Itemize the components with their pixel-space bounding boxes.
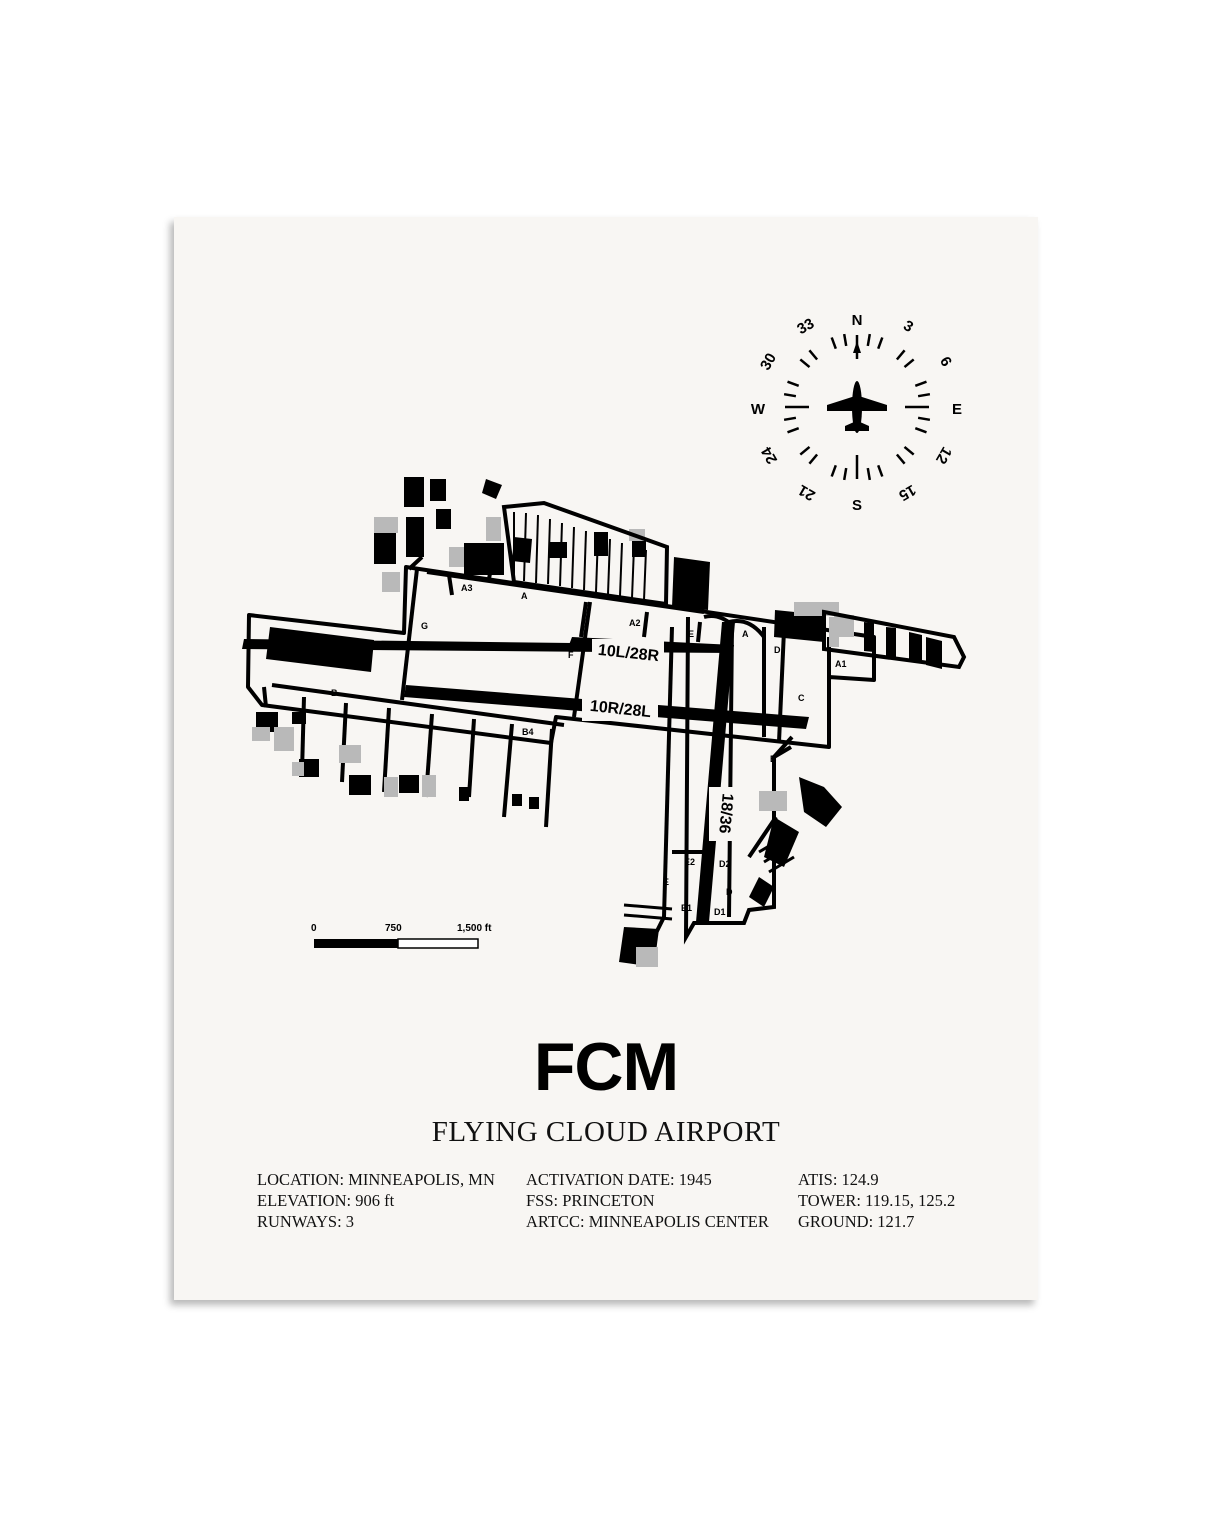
taxiway-label: E	[688, 629, 694, 639]
info-atis: ATIS: 124.9	[798, 1170, 879, 1189]
compass-33: 33	[794, 315, 817, 338]
scale-bar: 0 750 1,500 ft	[311, 923, 492, 949]
info-column-1: LOCATION: MINNEAPOLIS, MN ELEVATION: 906…	[257, 1169, 495, 1232]
compass-tick	[799, 358, 811, 369]
runways	[242, 622, 809, 922]
taxiway-label: A	[742, 629, 749, 639]
compass-tick	[895, 349, 906, 361]
compass-tick	[842, 467, 848, 481]
airport-name: FLYING CLOUD AIRPORT	[431, 1116, 781, 1148]
southeast-hangars	[623, 835, 795, 921]
compass-s: S	[852, 497, 862, 514]
scale-label-1500: 1,500 ft	[457, 923, 492, 934]
north-hangar-field	[501, 500, 670, 607]
runway-label-10r-28l: 10R/28L	[589, 698, 652, 721]
taxiway-label: F	[568, 650, 574, 660]
compass-labels: N E S W 3 6 12 15 21 24 30 33	[751, 312, 962, 514]
info-location: LOCATION: MINNEAPOLIS, MN	[257, 1170, 495, 1189]
compass-tick	[866, 333, 872, 347]
compass-w: W	[751, 401, 766, 418]
compass-e: E	[952, 401, 962, 418]
taxiway-label: B	[770, 754, 777, 764]
compass-tick	[808, 349, 819, 361]
compass-ticks	[783, 333, 931, 481]
taxiway-label: D	[774, 645, 781, 655]
compass-tick	[895, 453, 906, 465]
compass-tick	[914, 427, 927, 434]
compass-tick	[783, 392, 797, 398]
info-elevation: ELEVATION: 906 ft	[257, 1191, 395, 1210]
compass-tick	[787, 427, 800, 434]
taxiway-label: G	[421, 621, 428, 631]
info-ground: GROUND: 121.7	[798, 1212, 915, 1231]
runway-18-36	[696, 622, 735, 922]
info-column-3: ATIS: 124.9 TOWER: 119.15, 125.2 GROUND:…	[798, 1169, 955, 1232]
north-arrow-icon	[853, 341, 861, 353]
compass-tick	[917, 416, 931, 422]
taxiway-label: E	[663, 877, 669, 887]
info-column-2: ACTIVATION DATE: 1945 FSS: PRINCETON ART…	[526, 1169, 769, 1232]
compass-tick	[842, 333, 848, 347]
compass-tick	[799, 445, 811, 456]
compass-tick	[783, 416, 797, 422]
compass-15: 15	[896, 481, 919, 504]
info-activation-date: ACTIVATION DATE: 1945	[526, 1170, 712, 1189]
compass-tick	[917, 392, 931, 398]
taxiway-labels: A3 A A2 E A D A1 G F H B C B4 B E2 D2 D …	[257, 583, 847, 917]
compass-tick	[808, 453, 819, 465]
east-hangar-row	[822, 609, 967, 670]
south-stubs	[262, 686, 554, 828]
runway-label-10l-28r: 10L/28R	[597, 642, 660, 665]
taxiway-label: E1	[681, 903, 692, 913]
compass-tick	[903, 445, 915, 456]
info-runways: RUNWAYS: 3	[257, 1212, 355, 1231]
taxiway-label: A	[521, 591, 528, 601]
taxiway-label: B4	[522, 727, 534, 737]
compass-tick	[830, 464, 837, 477]
taxiway-label: E2	[684, 857, 695, 867]
info-tower: TOWER: 119.15, 125.2	[798, 1191, 956, 1210]
compass-rose: N E S W 3 6 12 15 21 24 30 33	[751, 312, 962, 514]
compass-12: 12	[932, 444, 955, 467]
airplane-icon	[827, 381, 887, 433]
compass-24: 24	[758, 443, 781, 467]
compass-tick	[877, 337, 884, 350]
scale-label-0: 0	[311, 923, 317, 934]
taxiway-label: D	[726, 887, 733, 897]
scale-label-750: 750	[385, 923, 402, 934]
runway-label-18-36: 18/36	[715, 793, 735, 834]
taxiway-label: D2	[719, 859, 731, 869]
compass-tick	[914, 380, 927, 387]
taxiway-label: A3	[461, 583, 473, 593]
compass-21: 21	[795, 481, 818, 504]
compass-3: 3	[900, 317, 916, 336]
taxiway-label: A2	[629, 618, 641, 628]
compass-tick	[866, 467, 872, 481]
compass-tick	[787, 380, 800, 387]
compass-30: 30	[757, 350, 780, 373]
taxiway-label: H	[257, 641, 264, 651]
runway-labels: 10L/28R 10R/28L 18/36	[582, 639, 736, 841]
compass-6: 6	[936, 354, 955, 370]
compass-tick	[877, 464, 884, 477]
taxiway-label: B	[331, 688, 338, 698]
poster: 10L/28R 10R/28L 18/36 A3 A A2 E A D A1 G…	[174, 217, 1038, 1300]
compass-tick	[830, 337, 837, 350]
taxiway-label: A1	[835, 659, 847, 669]
taxiway-label: D1	[714, 907, 726, 917]
airport-code: FCM	[533, 1029, 679, 1105]
compass-n: N	[852, 312, 863, 329]
compass-tick	[903, 358, 915, 369]
info-artcc: ARTCC: MINNEAPOLIS CENTER	[526, 1212, 769, 1231]
airport-diagram: 10L/28R 10R/28L 18/36 A3 A A2 E A D A1 G…	[242, 312, 967, 967]
taxiway-label: C	[798, 693, 805, 703]
info-fss: FSS: PRINCETON	[526, 1191, 655, 1210]
